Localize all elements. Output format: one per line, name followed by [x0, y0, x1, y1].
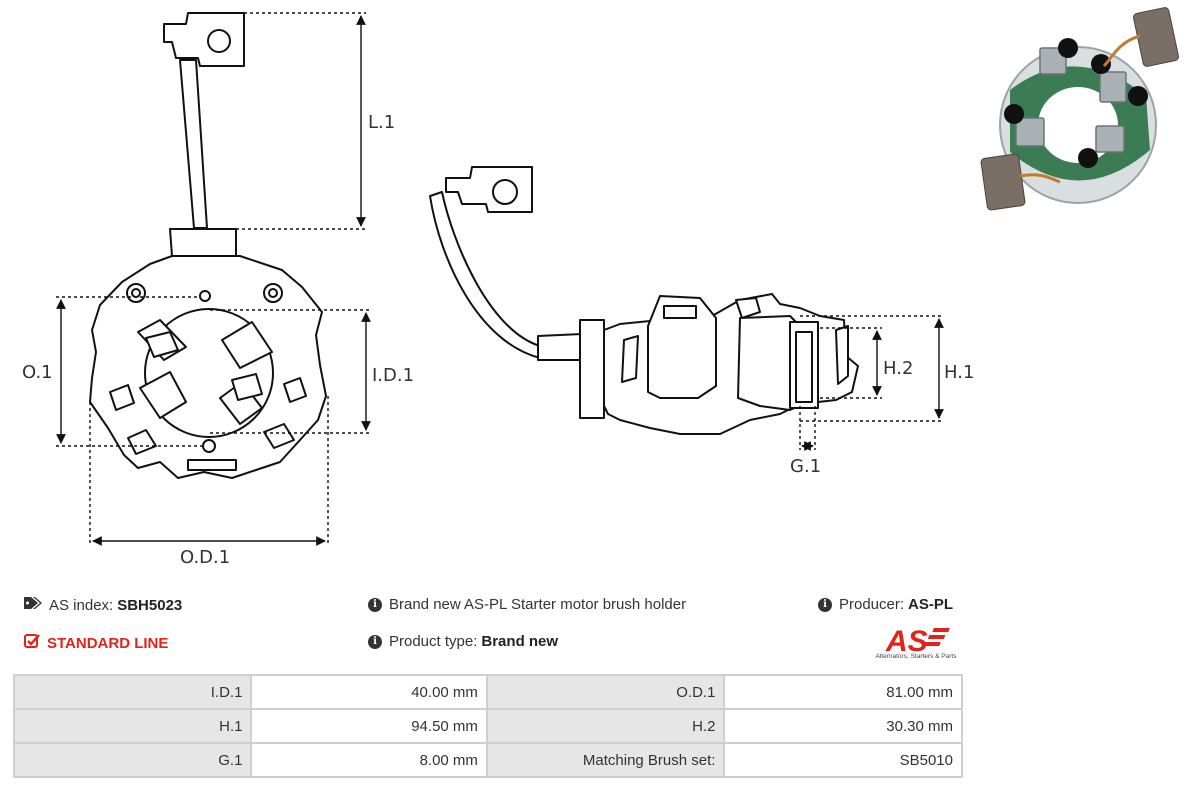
standard-line-badge: STANDARD LINE: [24, 633, 168, 653]
front-view-outline: [89, 12, 327, 479]
as-index-value: SBH5023: [117, 596, 183, 614]
product-type-label: Product type:: [389, 633, 478, 650]
dim-label-l1: L.1: [368, 112, 395, 133]
table-row: G.1 8.00 mm Matching Brush set: SB5010: [12, 742, 963, 778]
spec-value: 8.00 mm: [250, 742, 488, 778]
spec-key: I.D.1: [12, 674, 253, 710]
spec-key: O.D.1: [485, 674, 726, 710]
spec-value: 30.30 mm: [723, 708, 963, 744]
info-icon: i: [368, 597, 382, 612]
product-photo: [980, 7, 1179, 211]
spec-key: Matching Brush set:: [485, 742, 726, 778]
technical-drawing: L.1 O.1 I.D.1 O.D.1 H.2 H.1 G.1: [22, 7, 1179, 568]
tags-icon: [24, 596, 42, 614]
info-icon: i: [368, 634, 382, 649]
spec-value: 94.50 mm: [250, 708, 488, 744]
dim-label-od1: O.D.1: [180, 547, 230, 568]
info-icon: i: [818, 597, 832, 612]
as-pl-logo: AS: [885, 625, 950, 658]
spec-value: SB5010: [723, 742, 963, 778]
side-dimension-lines: [799, 315, 944, 451]
front-view-details: [109, 283, 307, 471]
spec-value: 81.00 mm: [723, 674, 963, 710]
spec-key: H.1: [12, 708, 253, 744]
side-view-details: [621, 295, 849, 411]
dim-label-o1: O.1: [22, 362, 53, 383]
table-row: I.D.1 40.00 mm O.D.1 81.00 mm: [12, 674, 963, 710]
standard-line-text: STANDARD LINE: [47, 634, 169, 652]
table-row: H.1 94.50 mm H.2 30.30 mm: [12, 708, 963, 744]
checkbox-icon: [24, 633, 40, 653]
description: i Brand new AS-PL Starter motor brush ho…: [368, 596, 686, 613]
dim-label-id1: I.D.1: [372, 365, 414, 386]
logo-tagline: Alternators, Starters & Parts: [875, 653, 957, 660]
dim-label-g1: G.1: [790, 456, 821, 477]
product-type-value: Brand new: [481, 633, 559, 650]
spec-key: G.1: [12, 742, 253, 778]
dim-label-h1: H.1: [944, 362, 974, 383]
logo-mark: AS: [885, 625, 928, 658]
producer-label: Producer:: [839, 596, 905, 613]
spec-table: I.D.1 40.00 mm O.D.1 81.00 mm H.1 94.50 …: [12, 674, 963, 778]
front-dimension-lines: [56, 12, 372, 546]
spec-value: 40.00 mm: [250, 674, 488, 710]
dim-label-h2: H.2: [883, 358, 913, 379]
producer: i Producer: AS-PL: [818, 596, 953, 613]
product-type: i Product type: Brand new: [368, 633, 558, 650]
as-index: AS index: SBH5023: [24, 596, 182, 614]
description-text: Brand new AS-PL Starter motor brush hold…: [389, 596, 687, 613]
producer-value: AS-PL: [908, 596, 954, 613]
spec-key: H.2: [485, 708, 726, 744]
as-index-label: AS index:: [49, 596, 114, 614]
